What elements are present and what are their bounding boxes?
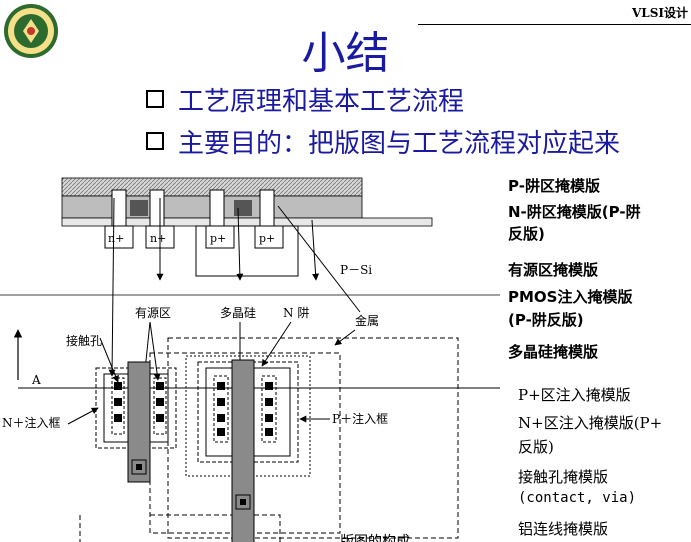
cross-section: n+ n+ p+ p+ P－Si: [0, 177, 500, 296]
bullet-text: 主要目的：把版图与工艺流程对应起来: [178, 129, 621, 159]
callout-n-well: N 阱: [283, 306, 309, 320]
mask-item: P+区注入掩模版: [518, 386, 631, 404]
header-rule: [418, 24, 691, 25]
axis-a-label: A: [31, 373, 41, 387]
label-p-plus-1: p+: [210, 232, 226, 245]
bullet-text: 工艺原理和基本工艺流程: [178, 87, 465, 117]
layout-diagram: n+ n+ p+ p+ P－Si 有源区 多晶硅 N 阱 金属 接触孔 A: [0, 177, 500, 542]
callout-n-plus-implant: N＋注入框: [2, 415, 61, 430]
callout-polysilicon: 多晶硅: [220, 306, 256, 320]
square-bullet-icon: [146, 90, 164, 108]
label-n-plus-2: n+: [150, 232, 166, 245]
course-tag: VLSI设计: [631, 6, 688, 20]
label-p-plus-2: p+: [259, 232, 275, 245]
mask-item: N-阱区掩模版(P-阱: [508, 203, 641, 221]
callout-contact-hole: 接触孔: [66, 333, 102, 348]
label-p-si: P－Si: [340, 263, 372, 277]
callout-active-area: 有源区: [135, 306, 171, 320]
mask-item: 反版): [518, 438, 554, 456]
mask-item: 多晶硅掩模版: [508, 343, 599, 361]
mask-item: 接触孔掩模版: [518, 468, 609, 486]
mask-item: P-阱区掩模版: [508, 177, 600, 195]
layout-view: A N＋注入框 P＋注入框: [2, 329, 500, 542]
university-seal-logo: [4, 4, 58, 58]
mask-item: 有源区掩模版: [508, 261, 599, 279]
caption-layout-composition: 版图的构成: [340, 534, 410, 542]
mask-item: N+区注入掩模版(P+: [518, 414, 663, 432]
mask-item: PMOS注入掩模版: [508, 288, 633, 306]
label-n-plus-1: n+: [108, 232, 124, 245]
mask-item: (contact, via): [518, 490, 637, 506]
mask-item: 铝连线掩模版: [518, 520, 609, 538]
callout-metal: 金属: [355, 313, 379, 328]
square-bullet-icon: [146, 132, 164, 150]
bullet-item: 工艺原理和基本工艺流程: [146, 86, 464, 118]
mask-item: (P-阱反版): [508, 311, 584, 329]
mask-item: 反版): [508, 225, 545, 243]
callout-p-plus-implant: P＋注入框: [332, 411, 388, 426]
slide-title: 小结: [301, 28, 390, 79]
bullet-item: 主要目的：把版图与工艺流程对应起来: [146, 128, 620, 160]
